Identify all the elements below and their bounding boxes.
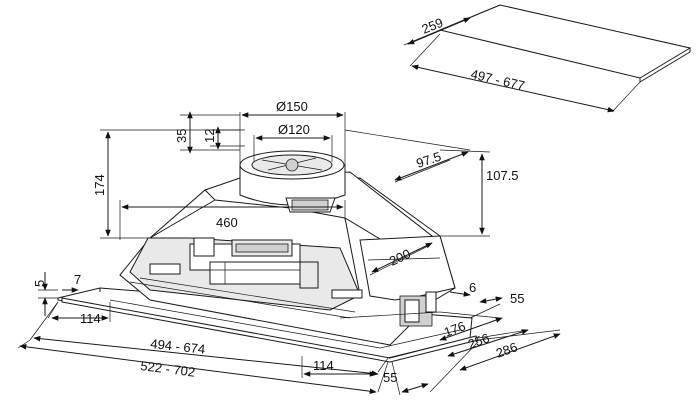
outlet-collar <box>239 150 346 213</box>
dim-flange-thickness: 5 <box>32 280 47 287</box>
dim-body-length: 460 <box>216 215 238 230</box>
dimension-lines <box>17 111 561 396</box>
dim-flange-edge: 7 <box>74 272 81 287</box>
dim-outlet-height: 35 <box>174 129 189 143</box>
dim-outlet-inner-dia: Ø120 <box>278 122 310 137</box>
dim-collar-offset: 97.5 <box>414 149 443 171</box>
dim-side-margin-top: 55 <box>510 291 524 306</box>
dim-body-height: 174 <box>92 174 107 196</box>
dim-inner-width: 494 - 674 <box>150 336 206 357</box>
dim-mid-depth: 256 <box>466 330 492 352</box>
dim-left-offset: 114 <box>80 311 101 326</box>
hood-body <box>57 171 479 363</box>
dim-side-gap: 6 <box>469 280 476 295</box>
dim-inner-depth: 176 <box>442 318 468 340</box>
dim-side-margin: 55 <box>383 370 397 385</box>
dim-filter-width: 497 - 677 <box>469 66 526 93</box>
dim-collar-height: 12 <box>202 129 217 143</box>
dim-filter-depth: 259 <box>420 15 446 37</box>
dim-bottom-offset: 114 <box>313 358 334 373</box>
filter-panel <box>403 4 692 113</box>
dim-outer-depth: 286 <box>494 339 520 361</box>
dim-rear-height: 107.5 <box>486 168 519 183</box>
dim-outlet-outer-dia: Ø150 <box>276 99 308 114</box>
dim-outer-width: 522 - 702 <box>140 358 196 380</box>
